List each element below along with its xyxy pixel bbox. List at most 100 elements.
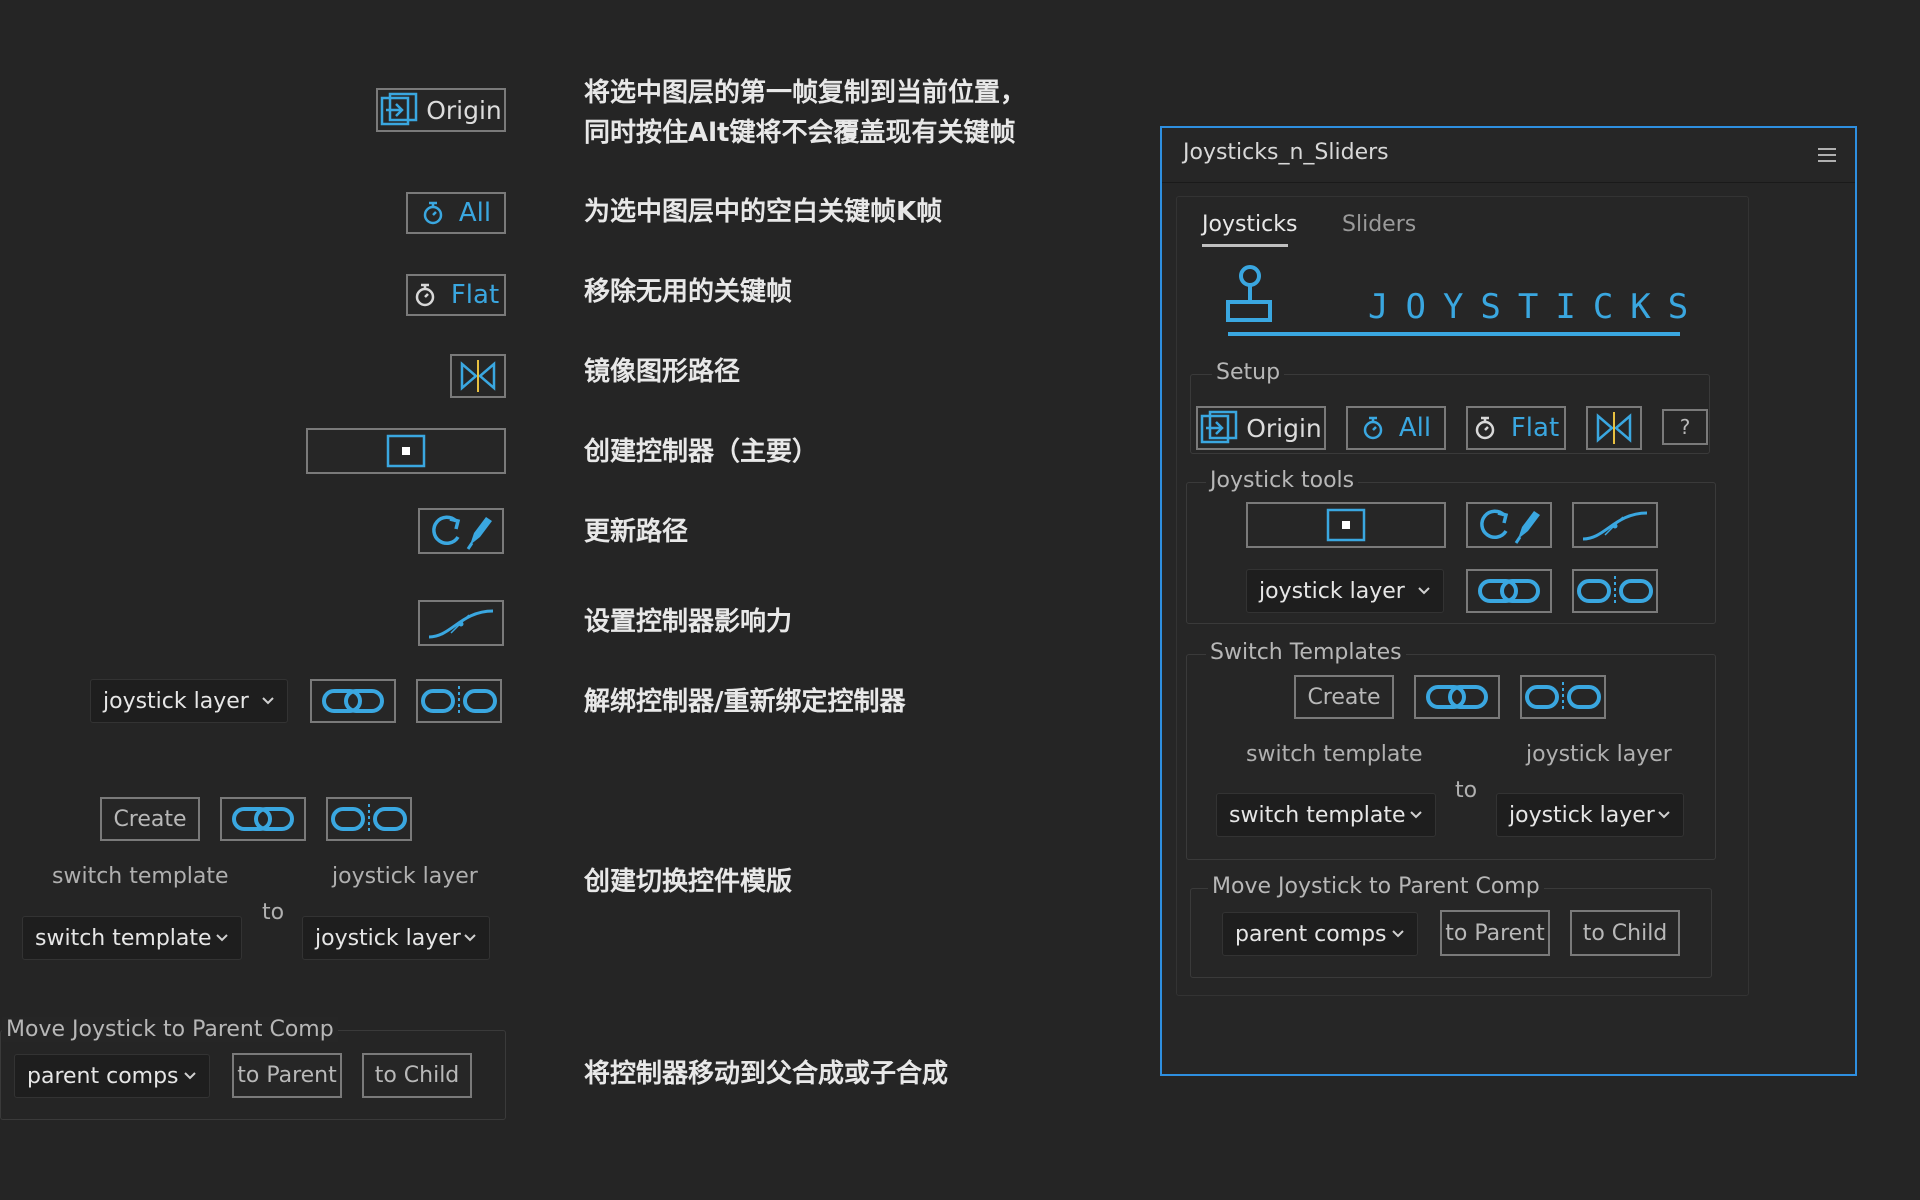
- mirror-path-button[interactable]: [450, 354, 506, 398]
- all-label: All: [458, 198, 492, 228]
- help-button[interactable]: ?: [1662, 409, 1708, 445]
- mirror-icon: [458, 358, 498, 394]
- chevron-down-icon: [261, 694, 275, 708]
- panel-all-button[interactable]: All: [1346, 406, 1446, 450]
- influence-description: 设置控制器影响力: [584, 607, 793, 637]
- panel-influence-button[interactable]: [1572, 502, 1658, 548]
- flat-button[interactable]: Flat: [406, 274, 506, 316]
- unbind-rebind-description: 解绑控制器/重新绑定控制器: [584, 687, 906, 717]
- setup-group: [1190, 374, 1710, 454]
- joystick-layer-select[interactable]: joystick layer: [90, 679, 288, 723]
- panel-content-box: [1176, 196, 1749, 996]
- template-unlink-button[interactable]: [326, 797, 412, 841]
- panel-to-child-button[interactable]: to Child: [1570, 910, 1680, 956]
- joysticks-banner-text: JOYSTICKS: [1368, 287, 1706, 327]
- panel-origin-button[interactable]: Origin: [1196, 406, 1326, 450]
- origin-description-line1: 将选中图层的第一帧复制到当前位置，: [584, 78, 1027, 108]
- panel-template-link-button[interactable]: [1414, 675, 1500, 719]
- panel-switch-template-select[interactable]: switch template: [1216, 793, 1436, 837]
- panel-title-divider: [1162, 182, 1855, 183]
- parent-comps-select[interactable]: parent comps: [14, 1054, 210, 1098]
- create-template-button[interactable]: Create: [100, 797, 200, 841]
- template-link-button[interactable]: [220, 797, 306, 841]
- panel-update-path-button[interactable]: [1466, 502, 1552, 548]
- flat-label: Flat: [450, 280, 500, 310]
- origin-icon: [380, 92, 420, 128]
- chevron-down-icon: [463, 931, 477, 945]
- panel-move-joystick-group-label: Move Joystick to Parent Comp: [1208, 874, 1544, 899]
- to-child-button[interactable]: to Child: [362, 1053, 472, 1098]
- unbind-button[interactable]: [416, 679, 502, 723]
- refresh-pen-icon: [1474, 505, 1544, 545]
- panel-to-label: to: [1455, 778, 1478, 803]
- stopwatch-icon: [413, 282, 437, 308]
- chevron-down-icon: [1657, 808, 1671, 822]
- stopwatch-icon: [1473, 415, 1497, 441]
- chevron-down-icon: [215, 931, 229, 945]
- update-path-description: 更新路径: [584, 517, 689, 547]
- chevron-down-icon: [1417, 584, 1431, 598]
- panel-create-template-button[interactable]: Create: [1294, 675, 1394, 719]
- panel-template-unlink-button[interactable]: [1520, 675, 1606, 719]
- influence-curve-icon: [421, 603, 501, 643]
- influence-button[interactable]: [418, 600, 504, 646]
- panel-joystick-layer-caption: joystick layer: [1526, 742, 1672, 767]
- panel-rebind-button[interactable]: [1466, 569, 1552, 613]
- panel-unbind-button[interactable]: [1572, 569, 1658, 613]
- stopwatch-icon: [421, 200, 445, 226]
- move-comp-description: 将控制器移动到父合成或子合成: [584, 1059, 949, 1089]
- rebind-button[interactable]: [310, 679, 396, 723]
- panel-mirror-button[interactable]: [1586, 406, 1642, 450]
- panel-joystick-layer-select[interactable]: joystick layer: [1246, 569, 1444, 613]
- panel-joystick-layer-select-2[interactable]: joystick layer: [1496, 793, 1684, 837]
- to-parent-button[interactable]: to Parent: [232, 1053, 342, 1098]
- switch-template-caption: switch template: [52, 864, 229, 889]
- unlink-icon: [1523, 680, 1603, 714]
- setup-group-label: Setup: [1212, 360, 1285, 385]
- banner-underline: [1228, 332, 1680, 336]
- unlink-icon: [419, 684, 499, 718]
- flat-description: 移除无用的关键帧: [584, 277, 793, 307]
- joystick-logo-icon: [1226, 265, 1272, 322]
- mirror-icon: [1594, 410, 1634, 446]
- unlink-icon: [329, 802, 409, 836]
- link-icon: [1474, 574, 1544, 608]
- joystick-tools-group: [1186, 482, 1716, 624]
- tab-joysticks-underline: [1202, 244, 1288, 247]
- origin-icon: [1200, 410, 1240, 446]
- panel-title: Joysticks_n_Sliders: [1183, 140, 1389, 165]
- create-controller-button[interactable]: [306, 428, 506, 474]
- joystick-layer-caption: joystick layer: [332, 864, 478, 889]
- switch-template-select[interactable]: switch template: [22, 916, 242, 960]
- to-label: to: [262, 900, 285, 925]
- switch-templates-group: [1186, 654, 1716, 860]
- origin-label: Origin: [426, 95, 502, 125]
- tab-joysticks[interactable]: Joysticks: [1202, 212, 1298, 237]
- panel-create-controller-button[interactable]: [1246, 502, 1446, 548]
- move-joystick-group-label: Move Joystick to Parent Comp: [2, 1017, 338, 1042]
- influence-curve-icon: [1575, 505, 1655, 545]
- panel-flat-button[interactable]: Flat: [1466, 406, 1566, 450]
- hamburger-icon[interactable]: [1818, 148, 1836, 162]
- panel-parent-comps-select[interactable]: parent comps: [1222, 912, 1418, 956]
- chevron-down-icon: [1391, 927, 1405, 941]
- refresh-pen-icon: [426, 511, 496, 551]
- switch-template-description: 创建切换控件模版: [584, 867, 793, 897]
- all-button[interactable]: All: [406, 192, 506, 234]
- controller-square-icon: [1326, 508, 1366, 542]
- tab-sliders[interactable]: Sliders: [1342, 212, 1417, 237]
- panel-to-parent-button[interactable]: to Parent: [1440, 910, 1550, 956]
- joystick-tools-group-label: Joystick tools: [1206, 468, 1359, 493]
- update-path-button[interactable]: [418, 508, 504, 554]
- link-icon: [228, 802, 298, 836]
- chevron-down-icon: [1409, 808, 1423, 822]
- panel-switch-template-caption: switch template: [1246, 742, 1423, 767]
- joystick-layer-select-2[interactable]: joystick layer: [302, 916, 490, 960]
- stopwatch-icon: [1361, 415, 1385, 441]
- chevron-down-icon: [183, 1069, 197, 1083]
- unlink-icon: [1575, 574, 1655, 608]
- switch-templates-group-label: Switch Templates: [1206, 640, 1406, 665]
- origin-description-line2: 同时按住Alt键将不会覆盖现有关键帧: [584, 118, 1016, 148]
- controller-square-icon: [386, 434, 426, 468]
- origin-button[interactable]: Origin: [376, 88, 506, 132]
